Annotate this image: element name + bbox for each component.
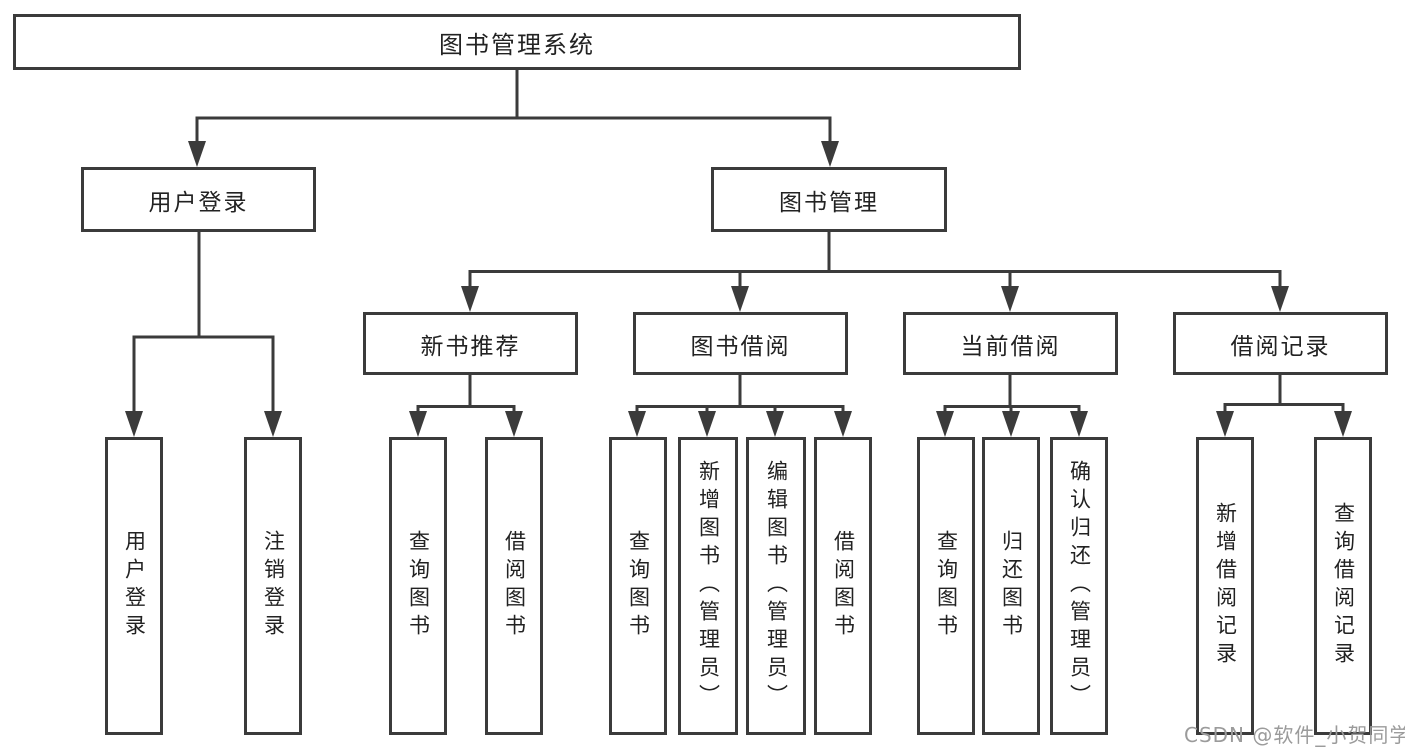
node-new-book-recommendation: 新书推荐 [363, 312, 578, 375]
node-borrowing-records: 借阅记录 [1173, 312, 1388, 375]
leaf-add-books-admin: 新增图书（管理员） [678, 437, 738, 735]
arrowhead-down-icon [821, 141, 839, 167]
leaf-label: 确认归还（管理员） [1067, 460, 1092, 712]
arrowhead-down-icon [125, 411, 143, 437]
leaf-confirm-return-admin: 确认归还（管理员） [1050, 437, 1108, 735]
arrowhead-down-icon [766, 411, 784, 437]
arrowhead-down-icon [1070, 411, 1088, 437]
leaf-label: 查询图书 [626, 530, 651, 642]
node-current-borrowing: 当前借阅 [903, 312, 1118, 375]
node-book-management: 图书管理 [711, 167, 947, 232]
leaf-label: 新增图书（管理员） [696, 460, 721, 712]
leaf-label: 注销登录 [261, 530, 286, 642]
leaf-label: 归还图书 [999, 530, 1024, 642]
node-library-management-system: 图书管理系统 [13, 14, 1021, 70]
leaf-borrow-books: 借阅图书 [814, 437, 872, 735]
leaf-label: 查询图书 [934, 530, 959, 642]
arrowhead-down-icon [1271, 286, 1289, 312]
leaf-label: 新增借阅记录 [1213, 502, 1238, 670]
arrowhead-down-icon [1216, 411, 1234, 437]
leaf-edit-books-admin: 编辑图书（管理员） [746, 437, 806, 735]
leaf-label: 编辑图书（管理员） [764, 460, 789, 712]
arrowhead-down-icon [698, 411, 716, 437]
leaf-query-borrow-record: 查询借阅记录 [1314, 437, 1372, 735]
arrowhead-down-icon [1334, 411, 1352, 437]
leaf-label: 查询借阅记录 [1331, 502, 1356, 670]
arrowhead-down-icon [834, 411, 852, 437]
leaf-query-books-recommend: 查询图书 [389, 437, 447, 735]
arrowhead-down-icon [409, 411, 427, 437]
arrowhead-down-icon [731, 286, 749, 312]
leaf-label: 借阅图书 [502, 530, 527, 642]
leaf-query-books-current: 查询图书 [917, 437, 975, 735]
arrowhead-down-icon [505, 411, 523, 437]
arrowhead-down-icon [461, 286, 479, 312]
arrowhead-down-icon [1001, 286, 1019, 312]
arrowhead-down-icon [264, 411, 282, 437]
leaf-label: 查询图书 [406, 530, 431, 642]
watermark: CSDN @软件_小贺同学 [1184, 723, 1405, 747]
leaf-label: 借阅图书 [831, 530, 856, 642]
arrowhead-down-icon [936, 411, 954, 437]
arrowhead-down-icon [1002, 411, 1020, 437]
connector-line [132, 70, 1345, 414]
leaf-user-login: 用户登录 [105, 437, 163, 735]
leaf-label: 用户登录 [122, 530, 147, 642]
arrowhead-down-icon [628, 411, 646, 437]
node-user-login: 用户登录 [81, 167, 316, 232]
leaf-logout-login: 注销登录 [244, 437, 302, 735]
leaf-return-books: 归还图书 [982, 437, 1040, 735]
leaf-borrow-books-recommend: 借阅图书 [485, 437, 543, 735]
leaf-add-borrow-record: 新增借阅记录 [1196, 437, 1254, 735]
node-book-borrowing: 图书借阅 [633, 312, 848, 375]
arrowhead-down-icon [188, 141, 206, 167]
leaf-query-books-borrowing: 查询图书 [609, 437, 667, 735]
